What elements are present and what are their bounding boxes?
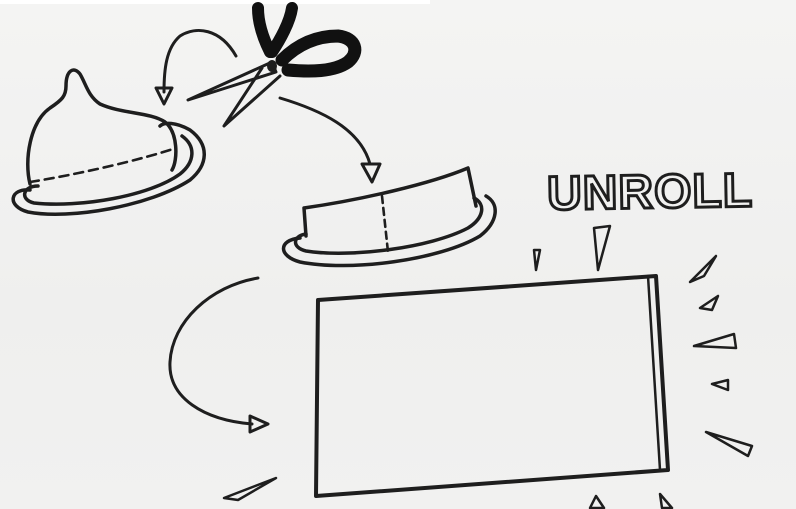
arrow-to-sheet-icon <box>170 278 268 432</box>
scissors-icon <box>188 8 355 126</box>
nipple-icon <box>13 70 204 214</box>
cut-band-icon <box>284 168 496 266</box>
unrolled-sheet-icon <box>316 276 668 496</box>
burst-lines-icon <box>224 226 752 508</box>
arrow-to-nipple-icon <box>156 31 236 104</box>
arrow-to-band-icon <box>280 98 380 182</box>
unroll-label: UNROLL <box>547 164 754 221</box>
